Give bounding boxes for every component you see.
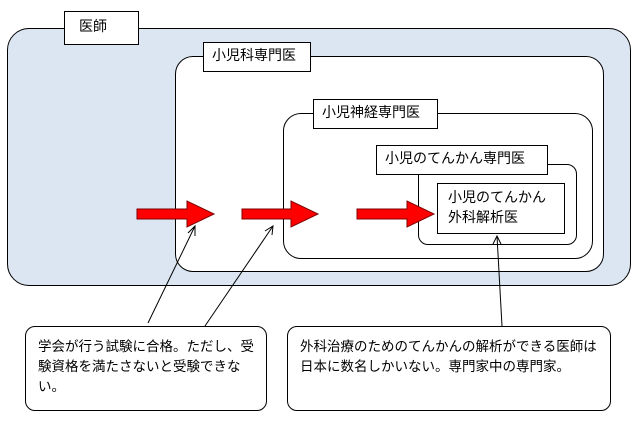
surgery-callout: 外科治療のためのてんかんの解析ができる医師は日本に数名しかいない。専門家中の専門… bbox=[287, 326, 611, 411]
epilepsy-surgery-line-2: 外科解析医 bbox=[448, 210, 518, 226]
physician-label: 医師 bbox=[64, 11, 139, 45]
progression-arrow-3 bbox=[356, 200, 436, 228]
surgery-pointer-line bbox=[492, 234, 503, 327]
progression-arrow-2 bbox=[241, 200, 320, 228]
exam-callout: 学会が行う試験に合格。ただし、受験資格を満たさないと受験できない。 bbox=[25, 326, 267, 411]
pediatric-neurologist-label: 小児神経専門医 bbox=[313, 99, 438, 129]
exam-pointer-line-2 bbox=[204, 225, 274, 327]
exam-pointer-line-1 bbox=[147, 224, 196, 324]
pediatrician-label: 小児科専門医 bbox=[203, 42, 311, 72]
epilepsy-surgery-box: 小児のてんかん 外科解析医 bbox=[437, 183, 565, 234]
pediatric-epilepsy-label: 小児のてんかん専門医 bbox=[376, 145, 548, 175]
progression-arrow-1 bbox=[136, 200, 216, 228]
epilepsy-surgery-line-1: 小児のてんかん bbox=[448, 190, 546, 206]
